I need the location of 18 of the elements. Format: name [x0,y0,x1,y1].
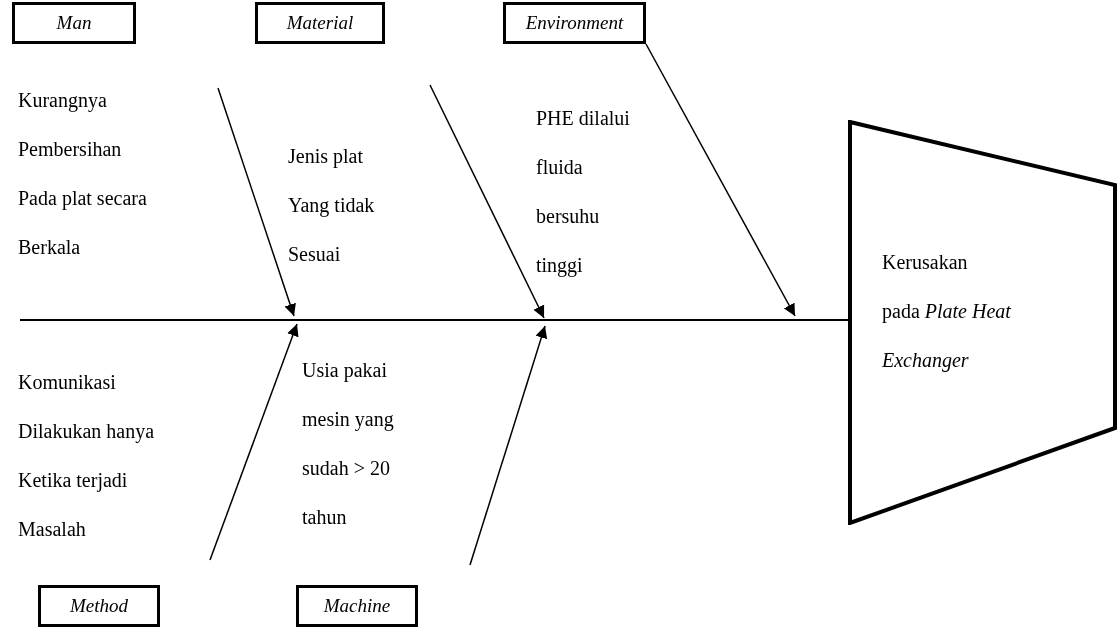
cause-text: Usia pakai mesin yang sudah > 20 tahun [302,358,394,530]
effect-text: Kerusakan pada Plate Heat Exchanger [882,250,1011,374]
category-box: Machine [296,585,418,627]
arrow [429,84,545,319]
arrow [645,43,796,317]
cause-text: Jenis plat Yang tidak Sesuai [288,144,375,267]
category-box: Method [38,585,160,627]
category-box: Material [255,2,385,44]
fish-head-trapezoid [848,120,1117,525]
category-box: Man [12,2,136,44]
arrow [209,323,299,561]
spine-line [19,319,849,321]
arrow [469,325,548,566]
arrow [217,87,296,317]
category-box: Environment [503,2,646,44]
cause-text: Kurangnya Pembersihan Pada plat secara Berkala [18,88,147,260]
cause-text: PHE dilalui fluida bersuhu tinggi [536,106,630,279]
cause-text: Komunikasi Dilakukan hanya Ketika terjadi Masalah [18,370,155,542]
